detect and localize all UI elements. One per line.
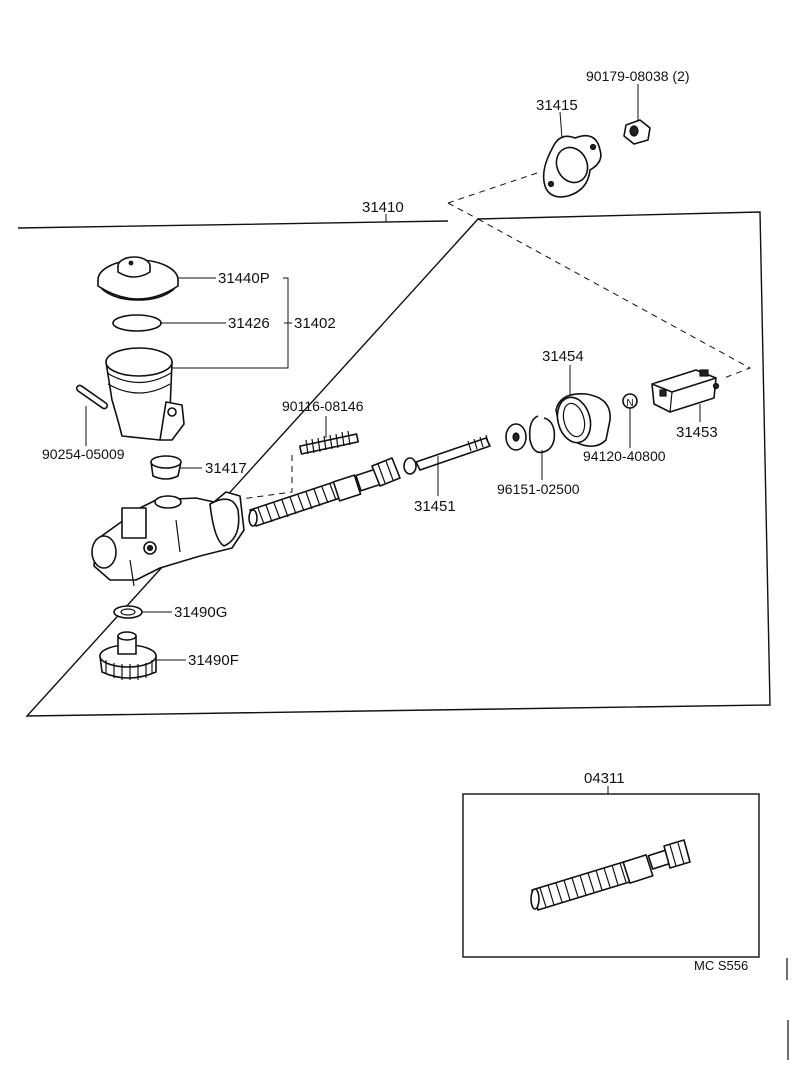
boot-31454 xyxy=(555,393,611,448)
piston-spring-assembly xyxy=(248,457,401,527)
label-31410: 31410 xyxy=(362,199,404,216)
label-96151-02500: 96151-02500 xyxy=(497,481,580,497)
dashed-line-bracket xyxy=(447,171,541,220)
switch-31453 xyxy=(651,369,720,413)
bracket-31415 xyxy=(542,134,602,198)
dashed-line-switch xyxy=(477,218,752,379)
reservoir-body xyxy=(105,347,185,441)
washer-31490g-hole xyxy=(120,608,136,616)
label-31402: 31402 xyxy=(294,315,336,332)
repair-kit-04311-piston xyxy=(530,839,691,911)
washer-boot xyxy=(505,423,527,451)
label-31490g: 31490G xyxy=(174,604,227,621)
label-31451: 31451 xyxy=(414,498,456,515)
dashed-line-stud xyxy=(233,455,293,501)
snap-ring-96151 xyxy=(528,415,556,454)
leader-31402-bracket xyxy=(172,277,292,369)
pin-90254 xyxy=(75,384,109,410)
label-31440p: 31440P xyxy=(218,270,270,287)
nut-90179 xyxy=(623,119,651,145)
label-90179-08038: 90179-08038 (2) xyxy=(586,68,690,84)
stud-bolt-90116 xyxy=(299,430,359,455)
label-90116-08146: 90116-08146 xyxy=(282,398,364,414)
reservoir-cap-31440p xyxy=(97,256,179,301)
label-04311: 04311 xyxy=(584,770,625,787)
label-31453: 31453 xyxy=(676,424,718,441)
label-31415: 31415 xyxy=(536,97,578,114)
diagram-code: MC S556 xyxy=(694,958,748,973)
label-31490f: 31490F xyxy=(188,652,239,669)
label-90254-05009: 90254-05009 xyxy=(42,446,125,462)
diaphragm-31426 xyxy=(112,314,162,332)
master-cylinder-body xyxy=(91,491,245,587)
grommet-31417 xyxy=(150,455,182,480)
union-31490f xyxy=(99,631,157,680)
label-31426: 31426 xyxy=(228,315,270,332)
label-31454: 31454 xyxy=(542,348,584,365)
nut-symbol-letter: N xyxy=(626,398,633,409)
leader-31415 xyxy=(559,111,563,139)
push-rod-31451 xyxy=(403,434,491,475)
washer-31490g xyxy=(113,605,143,619)
label-94120-40800: 94120-40800 xyxy=(583,448,666,464)
kit-04311-frame xyxy=(462,793,760,958)
label-31417: 31417 xyxy=(205,460,247,477)
